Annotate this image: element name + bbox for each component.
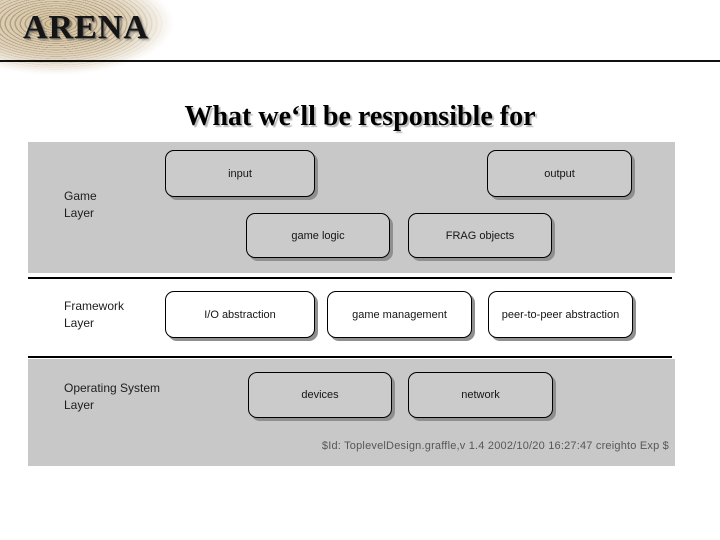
- os-layer-label-line1: Operating System: [64, 381, 161, 395]
- header-divider-line: [0, 60, 720, 62]
- box-peer-to-peer-abstraction: peer-to-peer abstraction: [488, 291, 633, 338]
- framework-layer-label-line1: Framework: [64, 299, 125, 313]
- box-input: input: [165, 150, 315, 197]
- framework-layer-label-line2: Layer: [64, 316, 95, 330]
- game-layer-label-line2: Layer: [64, 206, 95, 220]
- box-output: output: [487, 150, 632, 197]
- box-frag-objects: FRAG objects: [408, 213, 552, 258]
- framework-layer-label: Framework Layer: [64, 298, 124, 332]
- box-game-logic: game logic: [246, 213, 390, 258]
- separator-line-game-framework: [28, 277, 672, 279]
- page-title: What we‘ll be responsible for: [184, 100, 536, 132]
- game-layer-label-line1: Game: [64, 189, 97, 203]
- arena-logo: ARENA: [23, 9, 149, 46]
- box-network: network: [408, 372, 553, 418]
- os-layer-label-line2: Layer: [64, 398, 95, 412]
- separator-line-framework-os: [28, 356, 672, 358]
- game-layer-label: Game Layer: [64, 188, 97, 222]
- box-io-abstraction: I/O abstraction: [165, 291, 315, 338]
- box-game-management: game management: [327, 291, 472, 338]
- slide-header: ARENA: [0, 0, 720, 74]
- os-layer-label: Operating System Layer: [64, 380, 160, 414]
- version-id-text: $Id: ToplevelDesign.graffle,v 1.4 2002/1…: [321, 440, 669, 452]
- box-devices: devices: [248, 372, 392, 418]
- architecture-diagram: Game Layer Framework Layer Operating Sys…: [28, 142, 675, 468]
